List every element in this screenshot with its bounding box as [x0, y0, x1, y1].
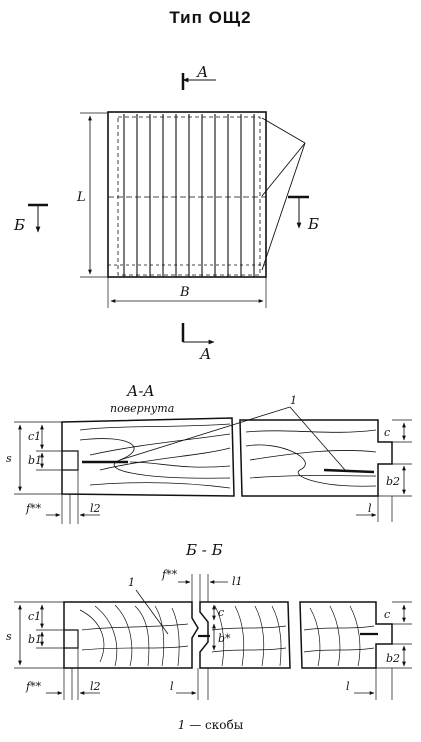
bb-label-l1: l1	[232, 575, 243, 588]
section-b-label-left: Б	[13, 216, 25, 234]
bb-label-f-top: f**	[161, 568, 178, 581]
leader-line-2	[261, 142, 306, 197]
leader-line-1	[261, 117, 306, 144]
dim-b-label: B	[179, 285, 190, 300]
aa-label-s: s	[6, 452, 12, 465]
bb-label-b1: b1	[28, 633, 42, 646]
caption-number: 1	[177, 718, 186, 732]
aa-leader-left	[119, 406, 291, 461]
bb-label-b-star: b*	[218, 632, 231, 645]
aa-label-c1: c1	[28, 430, 41, 443]
aa-label-c: c	[384, 426, 390, 439]
leader-line-3	[261, 142, 306, 271]
aa-right-grain	[245, 429, 377, 487]
section-aa-title: А-А	[126, 382, 155, 400]
section-bb-callout: 1	[128, 576, 135, 589]
bb-label-l: l	[346, 680, 350, 693]
figure-caption: 1 — скобы	[0, 718, 421, 732]
bb-right-grain	[303, 605, 375, 667]
aa-label-b1: b1	[28, 454, 42, 467]
panel-boards	[123, 114, 255, 277]
panel-outline	[107, 111, 267, 278]
bb-label-c: c	[384, 608, 390, 621]
aa-label-f: f**	[25, 502, 42, 515]
aa-staple-right	[323, 468, 375, 474]
dim-l-label: L	[76, 190, 86, 205]
bb-label-s: s	[6, 630, 12, 643]
drawing-title: Тип ОЩ2	[169, 8, 252, 27]
bb-right-board	[299, 601, 393, 669]
bb-label-c-mid: c	[218, 606, 224, 619]
section-a-label-bottom: А	[199, 345, 211, 363]
bb-middle-board	[199, 601, 291, 669]
bb-label-c1: c1	[28, 610, 41, 623]
bb-leader	[135, 589, 169, 635]
bb-left-grain	[79, 604, 189, 667]
top-view	[28, 73, 309, 345]
section-aa-note: повернута	[110, 402, 174, 415]
caption-text: — скобы	[189, 718, 244, 732]
bb-label-f: f**	[25, 680, 42, 693]
section-a-label-top: А	[196, 63, 208, 81]
aa-label-b2: b2	[386, 475, 400, 488]
section-aa	[14, 406, 412, 524]
bb-left-board	[63, 601, 199, 669]
aa-label-l: l	[368, 502, 372, 515]
aa-label-l2: l2	[90, 502, 101, 515]
aa-left-grain	[79, 423, 231, 489]
section-aa-callout: 1	[290, 394, 297, 407]
bb-label-l2: l2	[90, 680, 101, 693]
bb-middle-grain	[211, 605, 287, 667]
bb-label-l-mid: l	[170, 680, 174, 693]
bb-label-b2: b2	[386, 652, 400, 665]
aa-leader-right	[289, 406, 346, 471]
aa-left-board	[61, 417, 235, 497]
aa-left-notch	[62, 450, 79, 471]
section-bb	[14, 574, 412, 700]
section-bb-title: Б - Б	[185, 541, 223, 559]
bb-left-notch	[64, 629, 79, 649]
section-b-label-right: Б	[307, 215, 319, 233]
